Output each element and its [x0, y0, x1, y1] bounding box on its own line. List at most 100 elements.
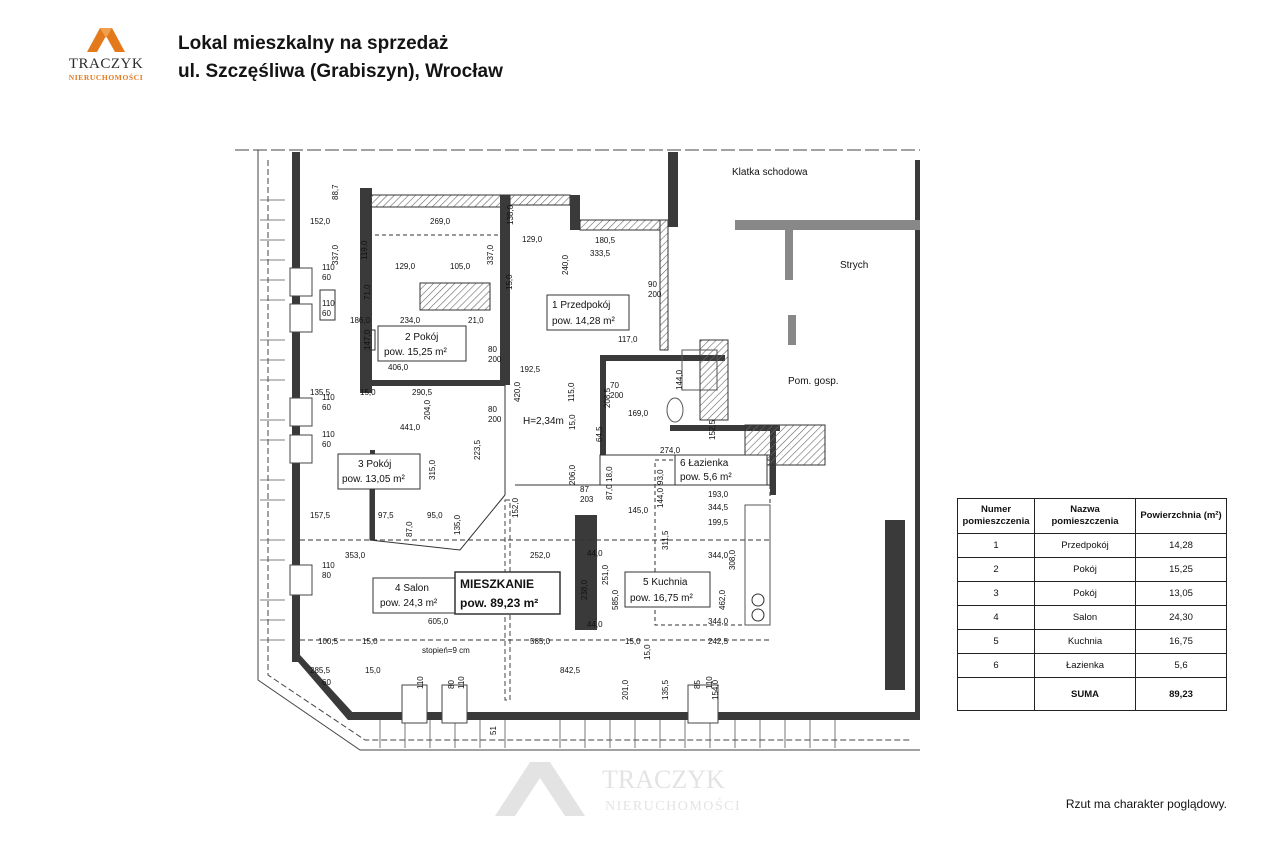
dimension-label: 152,5 [708, 419, 717, 440]
listing-title: Lokal mieszkalny na sprzedaż ul. Szczęśl… [178, 30, 503, 86]
dimension-label: 60 [322, 309, 331, 318]
dimension-label: 110 [322, 393, 335, 402]
dimension-label: 71,0 [363, 284, 372, 300]
room-name: 3 Pokój [358, 459, 391, 470]
dimension-label: 135,0 [453, 514, 462, 535]
watermark-subtitle: NIERUCHOMOŚCI [605, 797, 741, 814]
room-name: 4 Salon [395, 583, 429, 594]
dimension-label: 87,0 [605, 484, 614, 500]
row-area: 5,6 [1135, 653, 1227, 678]
dimension-label: 152,0 [511, 497, 520, 518]
terrace-outline [235, 149, 920, 751]
row-area: 16,75 [1135, 629, 1227, 654]
dimension-label: 200 [610, 391, 624, 400]
dimension-label: 203 [580, 495, 594, 504]
dimension-label: 80 [488, 405, 497, 414]
dimension-label: 44,0 [587, 549, 603, 558]
dimension-label: 90 [648, 280, 657, 289]
windows [289, 267, 719, 724]
dimension-label: 15,0 [568, 414, 577, 430]
dimension-label: 290,5 [412, 388, 433, 397]
dimension-label: 145,0 [628, 506, 649, 515]
dimension-label: 88,7 [331, 184, 340, 200]
dimension-label: 285,5 [310, 666, 331, 675]
dimension-label: 15,0 [362, 637, 378, 646]
table-row: 3 Pokój 13,05 [957, 581, 1227, 606]
row-name: Pokój [1034, 557, 1136, 582]
dimension-label: 60 [322, 440, 331, 449]
dimension-label: 80 [488, 345, 497, 354]
row-name: Przedpokój [1034, 533, 1136, 558]
dimension-label: 85 [693, 680, 702, 689]
dimension-label: 15,0 [505, 274, 514, 290]
row-number: 3 [957, 581, 1035, 606]
railing-left [260, 199, 285, 641]
dimension-label: 60 [322, 678, 331, 687]
room-area: pow. 14,28 m² [552, 316, 615, 327]
dimension-label: 337,0 [486, 244, 495, 265]
dimension-label: 252,0 [530, 551, 551, 560]
dimension-label: 60 [322, 273, 331, 282]
row-number: 5 [957, 629, 1035, 654]
dimension-label: 311,5 [661, 530, 670, 550]
dimension-label: 193,0 [708, 490, 729, 499]
sum-value: 89,23 [1135, 677, 1227, 711]
dimension-label: 15,0 [365, 666, 381, 675]
room-name: 2 Pokój [405, 332, 438, 343]
dimension-label: 842,5 [560, 666, 581, 675]
dimension-label: 135,5 [310, 388, 331, 397]
dimension-label: 87,0 [405, 521, 414, 537]
dimension-label: 70 [610, 381, 619, 390]
dimension-label: 87 [580, 485, 589, 494]
dimension-label: 242,5 [708, 637, 729, 646]
dimension-label: 201,0 [621, 679, 630, 700]
header-name: Nazwa pomieszczenia [1034, 498, 1136, 534]
apartment-label: MIESZKANIE [460, 577, 534, 591]
dimension-label: 204,0 [423, 399, 432, 420]
room-area: pow. 13,05 m² [342, 474, 405, 485]
dimension-label: 585,0 [611, 589, 620, 610]
dimension-label: 308,0 [728, 549, 737, 570]
dimension-label: 200 [488, 355, 502, 364]
dimension-label: 240,0 [561, 254, 570, 275]
dimension-label: 129,0 [522, 235, 543, 244]
dimension-label: 110 [457, 676, 466, 689]
table-row: 2 Pokój 15,25 [957, 557, 1227, 582]
header-number: Numer pomieszczenia [957, 498, 1035, 534]
dimension-label: 110 [705, 676, 714, 689]
floor-plan: Klatka schodowa Strych Pom. gosp. H=2,34… [235, 149, 920, 751]
sum-label: SUMA [1034, 677, 1136, 711]
dimension-label: 186,0 [350, 316, 371, 325]
dimension-label: 80 [322, 571, 331, 580]
dimension-label: 110 [322, 561, 335, 570]
table-row: 1 Przedpokój 14,28 [957, 533, 1227, 558]
table-row: 6 Łazienka 5,6 [957, 653, 1227, 678]
brand-logo: TRACZYK NIERUCHOMOŚCI [64, 26, 148, 82]
dimension-label: 333,5 [590, 249, 611, 258]
table-row: 5 Kuchnia 16,75 [957, 629, 1227, 654]
dimension-label: 18,0 [605, 466, 614, 482]
watermark-name: TRACZYK [602, 765, 725, 794]
logo-mark-icon [87, 28, 125, 52]
dimension-label: 144,0 [675, 369, 684, 390]
room-label-5: 5 Kuchnia pow. 16,75 m² [624, 571, 711, 608]
dimension-label: 605,0 [428, 617, 449, 626]
dimension-label: 15,0 [643, 644, 652, 660]
disclaimer-note: Rzut ma charakter poglądowy. [1065, 797, 1227, 811]
sum-empty-cell [957, 677, 1035, 711]
dimension-label: 152,0 [310, 217, 331, 226]
dimension-label: 144,0 [656, 487, 665, 508]
dimension-label: 147,0 [363, 329, 372, 350]
dimension-label: 344,5 [708, 503, 729, 512]
room-area: pow. 5,6 m² [680, 472, 732, 483]
dimension-label: 251,0 [601, 564, 610, 585]
dimension-label: 200 [488, 415, 502, 424]
table-sum-row: SUMA 89,23 [957, 677, 1227, 711]
room-label-6: 6 Łazienka pow. 5,6 m² [674, 454, 768, 486]
title-line-2: ul. Szczęśliwa (Grabiszyn), Wrocław [178, 61, 503, 82]
dimension-label: 206,0 [568, 464, 577, 485]
room-name: 1 Przedpokój [552, 300, 610, 311]
dimension-label: 337,0 [331, 244, 340, 265]
dimension-label: 60 [322, 403, 331, 412]
